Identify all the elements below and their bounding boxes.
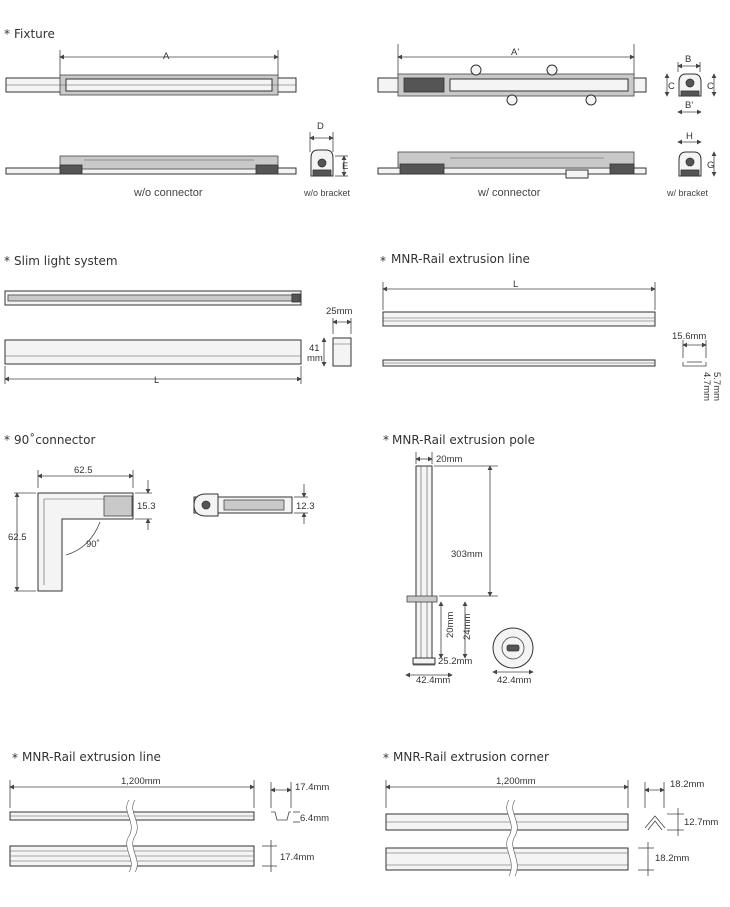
dim-12-3: 12.3 — [296, 501, 315, 512]
pole-front-view — [406, 465, 438, 665]
dim-41: 41 — [309, 343, 320, 354]
dim-41-unit: mm — [307, 353, 323, 364]
corner-side-view — [385, 847, 629, 871]
section-bullet: * — [4, 254, 10, 268]
profile-wo-bracket — [310, 149, 334, 177]
section-title: 90˚connector — [14, 432, 95, 447]
caption-wo-bracket: w/o bracket — [303, 188, 351, 198]
fixture-connector-side-view — [377, 151, 647, 179]
section-extrusion-pole: * MNR-Rail extrusion pole 20mm 303mm 20m… — [383, 433, 535, 686]
dim-18-2mm-side: 18.2mm — [655, 853, 689, 864]
dim-c-right: C — [707, 81, 714, 92]
dim-g: G — [707, 160, 714, 171]
dim-h: H — [686, 131, 693, 142]
dim-1200mm: 1,200mm — [121, 776, 161, 787]
dim-24mm: 24mm — [462, 614, 473, 640]
caption-w-bracket: w/ bracket — [666, 188, 709, 198]
dim-90-deg: 90˚ — [86, 539, 100, 550]
section-fixture: * Fixture A w/o connector D — [4, 27, 717, 199]
section-title: MNR-Rail extrusion corner — [393, 750, 549, 764]
dim-5-7mm: 5.7mm — [711, 372, 722, 401]
fixture-top-view — [5, 74, 297, 96]
fixture-side-view — [5, 155, 297, 175]
section-bullet: * — [383, 751, 389, 765]
corner-profile — [644, 815, 666, 831]
section-title: MNR-Rail extrusion line — [391, 252, 530, 266]
section-title: MNR-Rail extrusion pole — [392, 433, 535, 447]
pole-base-plan — [492, 627, 534, 669]
dim-1200mm: 1,200mm — [496, 776, 536, 787]
section-title: Fixture — [14, 27, 55, 41]
section-mnr-line-bottom: * MNR-Rail extrusion line 1,200mm 17.4mm… — [9, 750, 329, 874]
dim-15-3: 15.3 — [137, 501, 156, 512]
section-bullet: * — [4, 433, 10, 447]
dim-42-4mm-left: 42.4mm — [416, 675, 450, 686]
caption-wo-connector: w/o connector — [133, 187, 203, 199]
section-90-connector: * 90˚connector 62.5 15.3 62.5 90˚ — [4, 432, 315, 592]
dim-20mm-side: 20mm — [445, 612, 456, 638]
dim-a: A — [163, 51, 170, 62]
section-mnr-line-top: * MNR-Rail extrusion line L 15.6mm 5.7mm… — [380, 252, 722, 401]
dim-4-7mm: 4.7mm — [701, 372, 712, 401]
fixture-connector-top-view — [377, 64, 647, 106]
dim-62-5-left: 62.5 — [8, 532, 27, 543]
profile-w-bracket — [678, 151, 702, 177]
dim-6-4mm: 6.4mm — [300, 813, 329, 824]
dim-l: L — [513, 279, 518, 290]
caption-w-connector: w/ connector — [477, 187, 541, 199]
dim-a-prime: A' — [511, 47, 519, 58]
dim-15-6mm: 15.6mm — [672, 331, 706, 342]
section-bullet: * — [380, 254, 386, 268]
slim-side-view — [4, 339, 302, 365]
dim-l: L — [154, 375, 159, 386]
rail-line-profile — [271, 811, 291, 821]
section-bullet: * — [4, 27, 10, 41]
dim-25mm: 25mm — [326, 306, 352, 317]
slim-top-view — [4, 290, 302, 306]
rail-top-view — [382, 311, 656, 327]
section-slim-light-system: * Slim light system L 25mm 41 mm — [4, 254, 352, 386]
dim-18-2mm-top: 18.2mm — [670, 779, 704, 790]
connector-l-shape — [37, 492, 134, 592]
section-bullet: * — [12, 751, 18, 765]
rail-section-profile — [682, 361, 707, 367]
section-title: MNR-Rail extrusion line — [22, 750, 161, 764]
dim-b-prime: B' — [685, 100, 693, 111]
break-mark — [126, 798, 138, 874]
dim-d: D — [317, 121, 324, 132]
connector-side-view — [193, 493, 293, 517]
dim-e: E — [342, 161, 348, 172]
dim-c-left: C — [668, 81, 675, 92]
profile-c-section — [678, 73, 702, 97]
dim-12-7mm: 12.7mm — [684, 817, 718, 828]
section-bullet: * — [383, 433, 389, 447]
dim-25-2mm: 25.2mm — [438, 656, 472, 667]
dim-20mm-top: 20mm — [436, 454, 462, 465]
dim-42-4mm-right: 42.4mm — [497, 675, 531, 686]
rail-side-view — [382, 359, 656, 367]
dim-b: B — [685, 54, 691, 65]
break-mark — [506, 798, 518, 878]
dim-303mm: 303mm — [451, 549, 483, 560]
section-title: Slim light system — [14, 254, 118, 268]
dim-62-5-top: 62.5 — [74, 465, 93, 476]
dim-17-4mm-top: 17.4mm — [295, 782, 329, 793]
section-mnr-corner: * MNR-Rail extrusion corner 1,200mm 18.2… — [383, 750, 718, 878]
corner-top-view — [385, 813, 629, 831]
dim-17-4mm-side: 17.4mm — [280, 852, 314, 863]
slim-section-profile — [332, 337, 352, 367]
